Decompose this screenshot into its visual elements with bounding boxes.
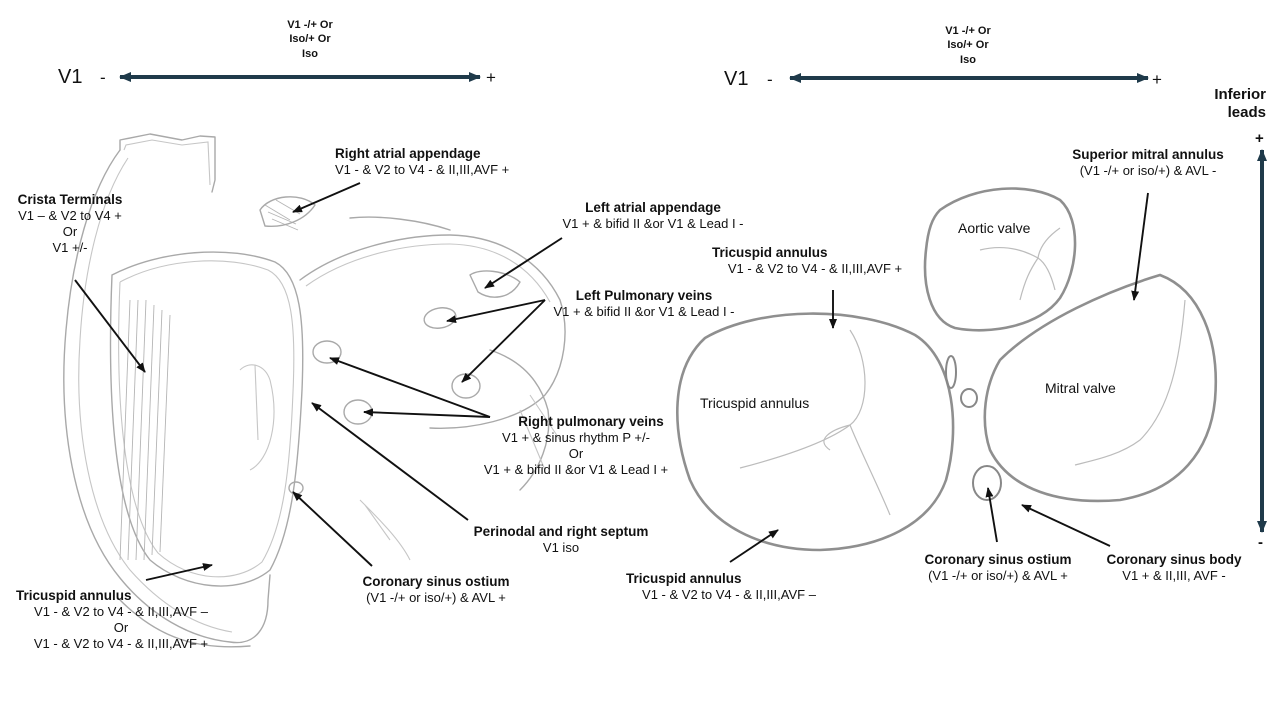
label-left-atrial-appendage-line-1: V1 + & bifid II &or V1 & Lead I - [562, 216, 744, 232]
label-right-pulmonary-veins-line-2: Or [568, 446, 584, 462]
label-left-pulmonary-veins-title: Left Pulmonary veins [575, 288, 713, 303]
label-crista-terminals-title: Crista Terminals [17, 192, 123, 207]
label-crista-terminals-line-1: V1 – & V2 to V4 + [18, 208, 122, 224]
label-coronary-sinus-body-line-1: V1 + & II,III, AVF - [1122, 568, 1226, 584]
label-tricuspid-annulus-top-line-1: V1 - & V2 to V4 - & II,III,AVF + [727, 261, 903, 277]
label-crista-terminals-line-2: Or [62, 224, 78, 240]
label-crista-terminals-line-3: V1 +/- [52, 240, 88, 256]
label-right-atrial-appendage-title: Right atrial appendage [335, 146, 481, 161]
label-right-atrial-appendage: Right atrial appendage V1 - & V2 to V4 -… [335, 146, 509, 178]
label-coronary-sinus-ostium-right: Coronary sinus ostium (V1 -/+ or iso/+) … [910, 552, 1086, 584]
pointer-arrows-right [729, 192, 1149, 563]
right-axis-minus-sign: - [767, 70, 773, 89]
label-right-atrial-appendage-line-1: V1 - & V2 to V4 - & II,III,AVF + [335, 162, 510, 178]
valve-sketch [676, 187, 1218, 552]
left-axis-plus-sign: + [486, 68, 496, 87]
label-coronary-sinus-ostium-left-title: Coronary sinus ostium [362, 574, 510, 589]
label-coronary-sinus-ostium-right-line-1: (V1 -/+ or iso/+) & AVL + [928, 568, 1068, 584]
inferior-leads-title: Inferior leads [1198, 86, 1266, 123]
label-tricuspid-annulus-bottom-title: Tricuspid annulus [626, 571, 742, 586]
label-tricuspid-annulus-left: Tricuspid annulus V1 - & V2 to V4 - & II… [16, 588, 226, 652]
label-tricuspid-annulus-left-line-2: Or [113, 620, 129, 636]
right-axis-note-line-3: Iso [960, 53, 976, 66]
label-tricuspid-annulus-top-title: Tricuspid annulus [712, 245, 828, 260]
label-coronary-sinus-body-title: Coronary sinus body [1106, 552, 1242, 567]
label-right-pulmonary-veins-line-3: V1 + & bifid II &or V1 & Lead I + [483, 462, 669, 478]
label-tricuspid-annulus-bottom-line-1: V1 - & V2 to V4 - & II,III,AVF – [642, 587, 816, 603]
inferior-leads-plus-sign: + [1255, 130, 1264, 147]
label-left-atrial-appendage: Left atrial appendage V1 + & bifid II &o… [548, 200, 758, 232]
label-left-pulmonary-veins: Left Pulmonary veins V1 + & bifid II &or… [538, 288, 750, 320]
label-tricuspid-annulus-bottom: Tricuspid annulus V1 - & V2 to V4 - & II… [626, 571, 832, 603]
right-axis-lead-label: V1 [724, 68, 749, 90]
left-axis-lead-label: V1 [58, 66, 83, 88]
label-left-pulmonary-veins-line-1: V1 + & bifid II &or V1 & Lead I - [553, 304, 735, 320]
label-perinodal-right-septum: Perinodal and right septum V1 iso [458, 524, 664, 556]
label-coronary-sinus-ostium-left: Coronary sinus ostium (V1 -/+ or iso/+) … [348, 574, 524, 606]
label-perinodal-right-septum-line-1: V1 iso [542, 540, 580, 556]
left-axis-minus-sign: - [100, 68, 106, 87]
heart-sketch [63, 133, 566, 648]
left-axis-note-line-3: Iso [302, 47, 318, 60]
inferior-leads-title-line-2: leads [1227, 104, 1266, 122]
label-tricuspid-annulus-top: Tricuspid annulus V1 - & V2 to V4 - & II… [712, 245, 918, 277]
label-superior-mitral-annulus: Superior mitral annulus (V1 -/+ or iso/+… [1060, 147, 1236, 179]
label-coronary-sinus-body: Coronary sinus body V1 + & II,III, AVF - [1096, 552, 1252, 584]
right-axis-plus-sign: + [1152, 70, 1162, 89]
right-axis-note-line-1: V1 -/+ Or [945, 25, 991, 37]
mitral-valve-label: Mitral valve [1045, 380, 1116, 396]
label-superior-mitral-annulus-line-1: (V1 -/+ or iso/+) & AVL - [1079, 163, 1217, 179]
pointer-arrows-left [74, 182, 563, 581]
label-right-pulmonary-veins-line-1: V1 + & sinus rhythm P +/- [502, 430, 650, 446]
label-coronary-sinus-ostium-left-line-1: (V1 -/+ or iso/+) & AVL + [366, 590, 506, 606]
left-axis-note-line-1: V1 -/+ Or [287, 19, 333, 31]
label-right-pulmonary-veins-title: Right pulmonary veins [518, 414, 664, 429]
label-crista-terminals: Crista Terminals V1 – & V2 to V4 + Or V1… [8, 192, 132, 256]
inferior-leads-title-line-1: Inferior [1214, 86, 1266, 103]
label-perinodal-right-septum-title: Perinodal and right septum [473, 524, 649, 539]
left-axis-note-line-2: Iso/+ Or [289, 33, 331, 46]
label-tricuspid-annulus-left-line-3: V1 - & V2 to V4 - & II,III,AVF + [33, 636, 209, 652]
label-tricuspid-annulus-left-line-1: V1 - & V2 to V4 - & II,III,AVF – [34, 604, 208, 620]
label-right-pulmonary-veins: Right pulmonary veins V1 + & sinus rhyth… [468, 414, 684, 478]
left-axis-center-note: V1 -/+ Or Iso/+ Or Iso [250, 18, 370, 61]
right-axis-note-line-2: Iso/+ Or [947, 39, 989, 52]
label-tricuspid-annulus-left-title: Tricuspid annulus [16, 588, 132, 603]
label-left-atrial-appendage-title: Left atrial appendage [585, 200, 721, 215]
label-coronary-sinus-ostium-right-title: Coronary sinus ostium [924, 552, 1072, 567]
right-axis-center-note: V1 -/+ Or Iso/+ Or Iso [908, 24, 1028, 67]
tricuspid-annulus-structure-label: Tricuspid annulus [700, 395, 810, 411]
inferior-leads-minus-sign: - [1258, 534, 1263, 551]
label-superior-mitral-annulus-title: Superior mitral annulus [1072, 147, 1224, 162]
aortic-valve-label: Aortic valve [958, 220, 1031, 236]
